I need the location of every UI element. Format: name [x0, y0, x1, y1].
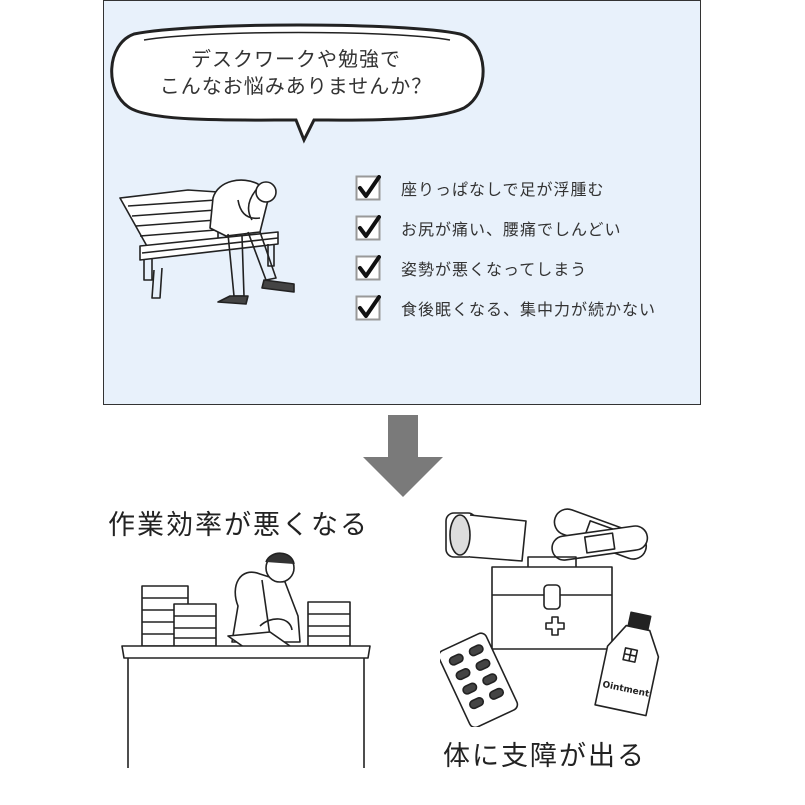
checklist: 座りっぱなしで足が浮腫む お尻が痛い、腰痛でしんどい 姿勢が悪くなってしまう 食…	[355, 168, 700, 328]
check-item: お尻が痛い、腰痛でしんどい	[355, 208, 700, 248]
caption-body-issues: 体に支障が出る	[443, 741, 646, 772]
caption-work-efficiency: 作業効率が悪くなる	[108, 510, 369, 541]
medical-supplies-illustration: Ointment	[440, 508, 660, 727]
bubble-line-2: こんなお悩みありませんか？	[159, 74, 433, 98]
check-label: 食後眠くなる、集中力が続かない	[401, 300, 657, 319]
speech-bubble	[110, 23, 485, 144]
bench-man-illustration	[119, 179, 295, 305]
check-icon	[355, 215, 381, 241]
check-icon	[355, 295, 381, 321]
down-arrow-icon	[363, 415, 443, 497]
check-label: 座りっぱなしで足が浮腫む	[401, 180, 605, 199]
check-item: 姿勢が悪くなってしまう	[355, 248, 700, 288]
check-icon	[355, 255, 381, 281]
check-label: お尻が痛い、腰痛でしんどい	[401, 220, 622, 239]
desk-man-illustration	[121, 552, 371, 768]
check-label: 姿勢が悪くなってしまう	[401, 260, 588, 279]
check-item: 座りっぱなしで足が浮腫む	[355, 168, 700, 208]
check-icon	[355, 175, 381, 201]
bubble-text: デスクワークや勉強で こんなお悩みありませんか？	[104, 46, 488, 100]
check-item: 食後眠くなる、集中力が続かない	[355, 288, 700, 328]
bubble-line-1: デスクワークや勉強で	[191, 47, 401, 71]
